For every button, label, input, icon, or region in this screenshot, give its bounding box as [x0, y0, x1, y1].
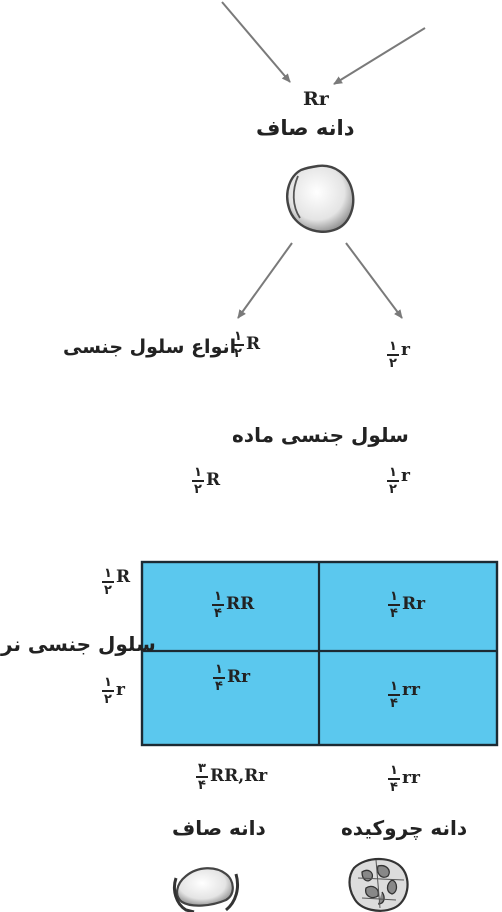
parent-genotype: Rr [303, 88, 329, 110]
result-smooth-label: دانه صاف [172, 816, 266, 840]
wrinkled-seed-icon [348, 857, 409, 912]
arrow-parent-right [333, 27, 426, 85]
male-gamete-label: سلول جنسی نر [1, 632, 156, 656]
smooth-seed-result-icon [172, 867, 240, 912]
smooth-seed-icon [286, 164, 355, 233]
punnett-grid [140, 560, 499, 747]
arrow-parent-left [221, 1, 291, 83]
parent-phenotype-label: دانه صاف [256, 116, 355, 140]
female-gamete-label: سلول جنسی ماده [232, 423, 409, 447]
arrow-gamete-left [237, 242, 293, 319]
result-wrinkled-label: دانه چروکیده [341, 816, 468, 840]
gamete-types-label: انواع سلول جنسی [63, 336, 237, 358]
arrow-gamete-right [345, 242, 403, 319]
